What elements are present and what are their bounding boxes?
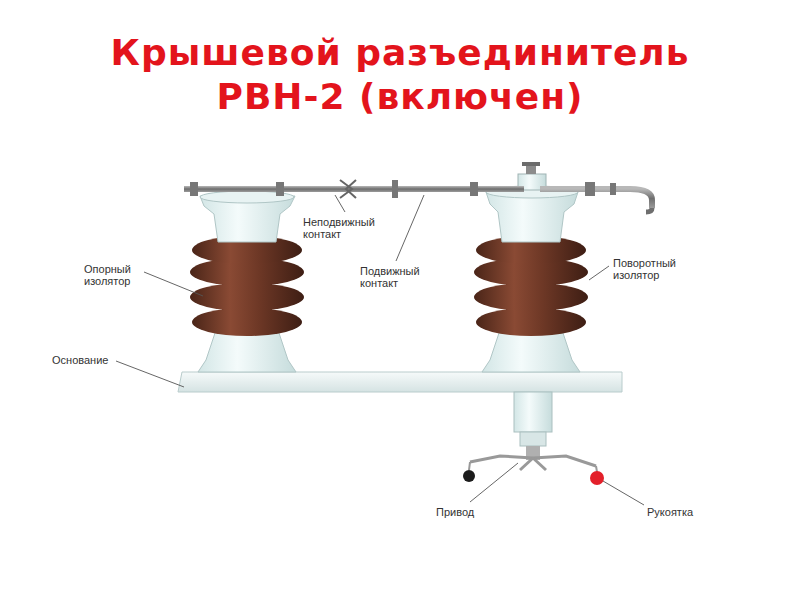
- part-label: Рукоятка: [647, 506, 693, 518]
- title: Крышевой разъединитель РВН-2 (включен): [111, 32, 690, 117]
- base-frame: [178, 372, 622, 392]
- part-label-box: Основание: [52, 354, 108, 366]
- part-label-box: Подвижный контакт: [360, 265, 435, 289]
- part-label: Подвижный контакт: [360, 265, 420, 289]
- drive-mechanism: [463, 392, 604, 485]
- part-label-box: Рукоятка: [647, 506, 693, 518]
- part-label-box: Опорный изолятор: [84, 263, 146, 287]
- title-box: Крышевой разъединитель РВН-2 (включен): [80, 31, 720, 119]
- rotating-insulator: [474, 162, 588, 372]
- part-label: Опорный изолятор: [84, 263, 131, 287]
- part-label: Привод: [436, 506, 474, 518]
- support-insulator: [190, 191, 304, 372]
- contact-rod: [184, 180, 652, 212]
- part-label: Поворотный изолятор: [613, 257, 676, 281]
- part-label: Неподвижный контакт: [303, 216, 375, 240]
- part-label: Основание: [52, 354, 108, 366]
- leader-lines: [116, 195, 644, 505]
- part-label-box: Привод: [436, 506, 474, 518]
- part-label-box: Поворотный изолятор: [613, 257, 693, 281]
- part-label-box: Неподвижный контакт: [303, 216, 383, 240]
